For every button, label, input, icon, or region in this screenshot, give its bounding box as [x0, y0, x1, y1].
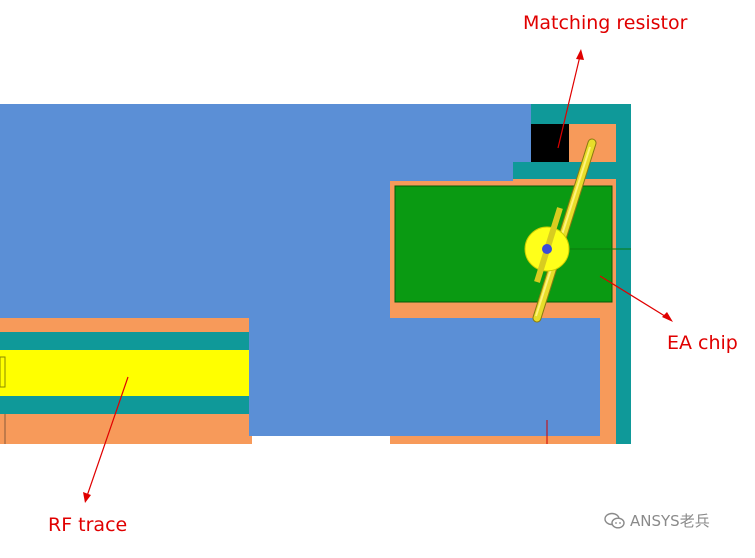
rf-trace-end: [0, 356, 6, 388]
label-matching-resistor: Matching resistor: [523, 12, 688, 34]
watermark-text: ANSYS老兵: [630, 512, 710, 530]
bond-wire-highlight: [535, 146, 591, 317]
matching-resistor: [531, 124, 569, 162]
arrow-rf-trace: [83, 376, 129, 503]
wechat-icon: [604, 512, 625, 529]
label-rf-trace: RF trace: [48, 514, 128, 536]
rf-trace: [0, 350, 252, 396]
rf-teal-bottom: [0, 396, 252, 414]
ea-chip: [394, 185, 613, 303]
via-dot: [542, 244, 552, 254]
label-ea-chip: EA chip: [667, 332, 738, 354]
watermark: ANSYS老兵: [604, 510, 710, 531]
arrow-matching-resistor: [557, 49, 584, 149]
rf-teal-top: [0, 332, 252, 350]
arrow-ea-chip: [599, 275, 673, 322]
ground-plane: [0, 104, 600, 436]
